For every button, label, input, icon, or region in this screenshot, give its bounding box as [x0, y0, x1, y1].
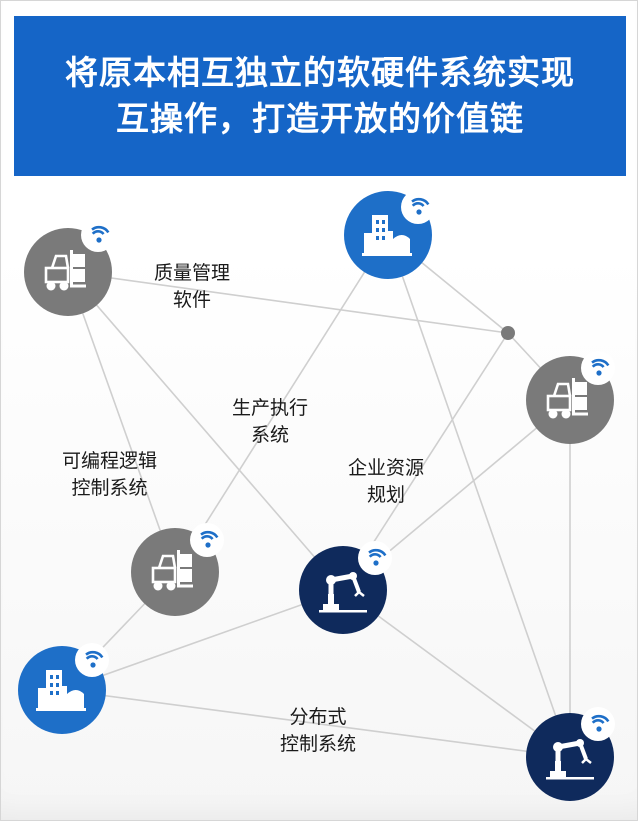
label-quality-line-1: 质量管理: [154, 262, 231, 284]
label-dcs-line-2: 控制系统: [280, 733, 357, 755]
wifi-icon: [399, 188, 437, 226]
label-mes-line-1: 生产执行: [232, 397, 309, 419]
node-forklift-middle[interactable]: [131, 521, 226, 616]
wifi-icon: [73, 641, 111, 679]
label-mes: 生产执行 系统: [232, 395, 308, 449]
label-erp-line-2: 规划: [367, 484, 406, 506]
label-plc: 可编程逻辑 控制系统: [62, 448, 157, 502]
node-forklift-top-left[interactable]: [24, 216, 117, 316]
title-banner: 将原本相互独立的软硬件系统实现 互操作，打造开放的价值链: [14, 16, 626, 176]
node-robot-center[interactable]: [299, 539, 394, 634]
wifi-icon: [579, 705, 617, 743]
title-line-2: 互操作，打造开放的价值链: [116, 99, 524, 138]
label-dcs: 分布式 控制系统: [280, 704, 356, 758]
node-factory-bottom-left[interactable]: [18, 641, 111, 734]
wifi-icon: [356, 539, 394, 577]
wifi-icon: [79, 216, 117, 254]
wifi-icon: [579, 349, 617, 387]
wifi-icon: [188, 521, 226, 559]
label-mes-line-2: 系统: [251, 424, 290, 446]
node-factory-top[interactable]: [344, 188, 437, 279]
label-dcs-line-1: 分布式: [289, 706, 347, 728]
label-erp-line-1: 企业资源: [348, 457, 425, 479]
label-plc-line-2: 控制系统: [71, 477, 148, 499]
node-forklift-right[interactable]: [526, 349, 617, 444]
node-robot-bottom-right[interactable]: [526, 705, 617, 801]
title-line-1: 将原本相互独立的软硬件系统实现: [65, 53, 575, 92]
label-erp: 企业资源 规划: [348, 455, 424, 509]
junction-dot: [501, 326, 515, 340]
label-quality-management: 质量管理 软件: [154, 260, 230, 314]
label-quality-line-2: 软件: [173, 289, 212, 311]
label-plc-line-1: 可编程逻辑: [62, 450, 158, 472]
connection-lines: [61, 234, 571, 758]
